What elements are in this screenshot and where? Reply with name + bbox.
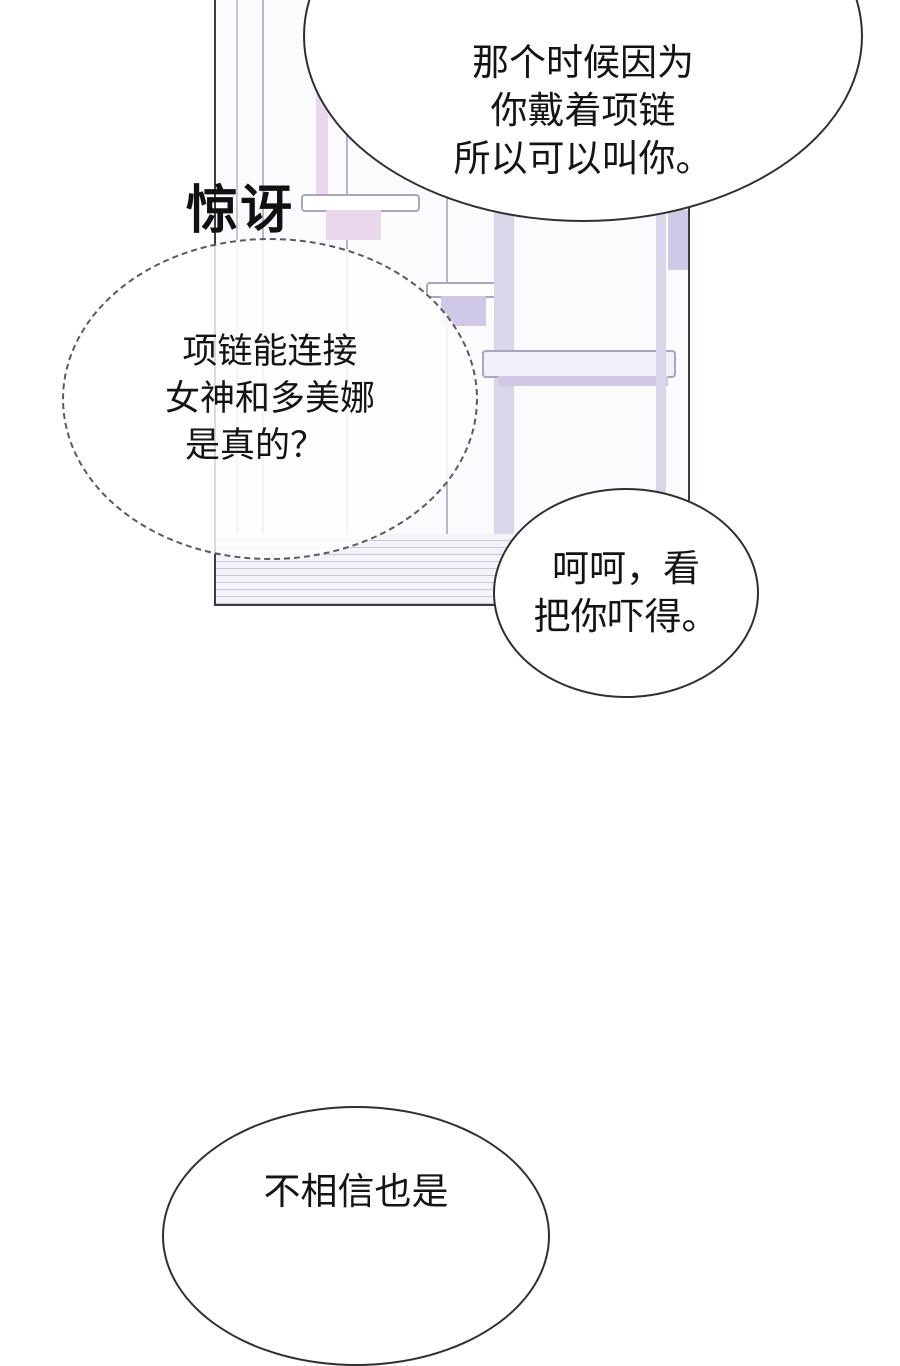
bubble-line: 把你吓得。 bbox=[533, 595, 719, 638]
table-shadow bbox=[498, 376, 668, 386]
speech-bubble-bottom: 不相信也是 bbox=[162, 1106, 550, 1366]
bubble-line: 是真的？ bbox=[184, 425, 325, 466]
bubble-line: 那个时候因为 bbox=[472, 41, 694, 84]
right-pillar bbox=[656, 178, 666, 604]
comic-page: 那个时候因为 你戴着项链 所以可以叫你。 惊讶 项链能连接 女神和多美娜 是真的… bbox=[62, 0, 863, 1366]
table-top bbox=[482, 350, 676, 378]
bubble-line: 你戴着项链 bbox=[490, 89, 676, 132]
thought-bubble: 项链能连接 女神和多美娜 是真的？ bbox=[62, 238, 478, 560]
shelf-shadow bbox=[326, 210, 381, 240]
bubble-line: 女神和多美娜 bbox=[164, 378, 375, 419]
bubble-line: 呵呵，看 bbox=[552, 547, 700, 590]
sfx-surprise: 惊讶 bbox=[186, 181, 295, 241]
main-pillar bbox=[494, 178, 514, 604]
bubble-line: 不相信也是 bbox=[263, 1170, 449, 1213]
right-shelf-shadow bbox=[668, 210, 688, 270]
bubble-text: 呵呵，看 把你吓得。 bbox=[534, 545, 719, 641]
bubble-text: 项链能连接 女神和多美娜 是真的？ bbox=[165, 329, 375, 470]
bubble-line: 项链能连接 bbox=[182, 331, 358, 372]
bubble-line: 所以可以叫你。 bbox=[453, 137, 713, 180]
speech-bubble-laugh: 呵呵，看 把你吓得。 bbox=[493, 488, 759, 698]
bubble-text: 不相信也是 bbox=[264, 1168, 449, 1216]
bubble-text: 那个时候因为 你戴着项链 所以可以叫你。 bbox=[454, 39, 713, 183]
